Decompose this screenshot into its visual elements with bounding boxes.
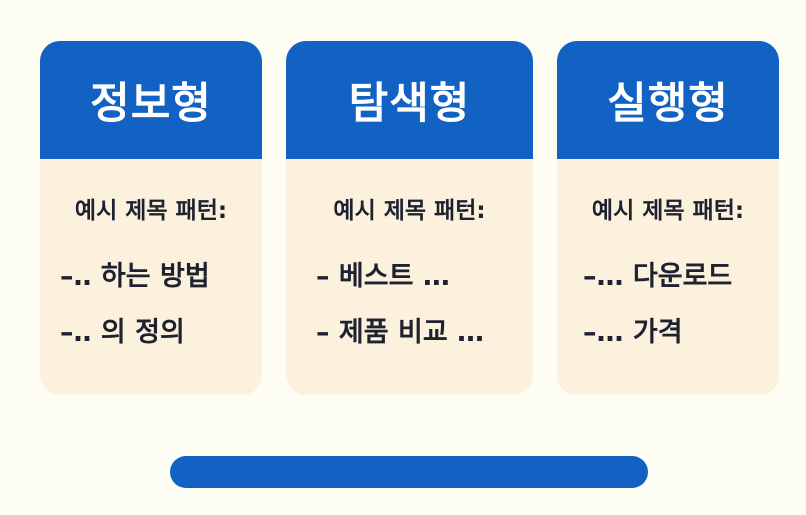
example-list: –… 다운로드 –… 가격	[557, 263, 779, 375]
example-item: –‥ 의 정의	[60, 317, 185, 348]
example-list: – 베스트 … – 제품 비교 …	[286, 263, 533, 375]
bottom-bar	[170, 456, 648, 488]
example-item: –… 가격	[583, 317, 683, 348]
example-list: –‥ 하는 방법 –‥ 의 정의	[40, 263, 262, 375]
card-title: 실행형	[557, 41, 779, 159]
card-informational: 정보형 예시 제목 패턴: –‥ 하는 방법 –‥ 의 정의	[40, 41, 262, 395]
card-subtitle: 예시 제목 패턴:	[74, 198, 228, 224]
example-item: –‥ 하는 방법	[60, 261, 210, 292]
example-item: – 제품 비교 …	[316, 317, 485, 348]
example-item: – 베스트 …	[316, 261, 450, 292]
card-transactional: 실행형 예시 제목 패턴: –… 다운로드 –… 가격	[557, 41, 779, 395]
card-title: 정보형	[40, 41, 262, 159]
card-title: 탐색형	[286, 41, 533, 159]
card-subtitle: 예시 제목 패턴:	[591, 198, 745, 224]
card-subtitle: 예시 제목 패턴:	[333, 198, 486, 224]
card-navigational: 탐색형 예시 제목 패턴: – 베스트 … – 제품 비교 …	[286, 41, 533, 395]
example-item: –… 다운로드	[583, 261, 733, 292]
